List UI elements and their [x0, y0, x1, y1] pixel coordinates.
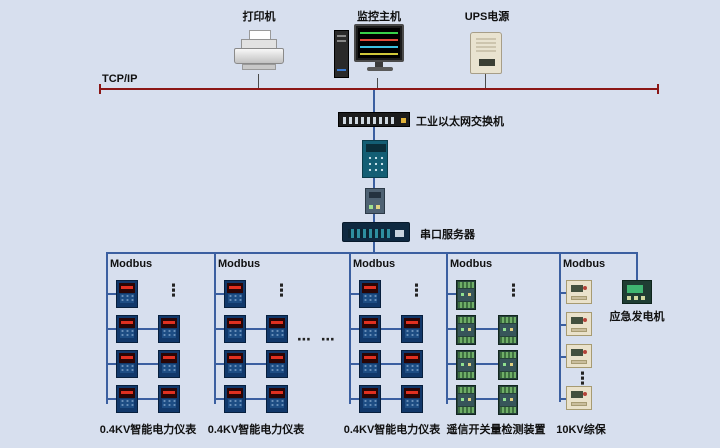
group4-modbus-label: Modbus — [450, 258, 493, 270]
serial-server-label: 串口服务器 — [420, 229, 475, 241]
io-module-icon — [498, 385, 518, 415]
group2-modbus-label: Modbus — [218, 258, 261, 270]
io-module-icon — [456, 385, 476, 415]
protection-relay-icon — [566, 344, 592, 368]
ups-label: UPS电源 — [464, 11, 510, 23]
monitor-host-label: 监控主机 — [357, 11, 401, 23]
power-meter-icon — [116, 350, 138, 378]
serial-server-ports — [348, 229, 390, 238]
pc-monitor-stand — [375, 62, 383, 67]
power-meter-icon — [401, 350, 423, 378]
pc-tower — [334, 30, 349, 78]
tcpip-label: TCP/IP — [102, 73, 138, 85]
power-meter-icon — [359, 385, 381, 413]
power-meter-icon — [224, 385, 246, 413]
printer-label: 打印机 — [242, 11, 276, 23]
power-meter-icon — [266, 315, 288, 343]
stub-line — [350, 293, 359, 295]
stub-line — [107, 293, 116, 295]
switch-led — [401, 118, 406, 123]
pc-monitor — [354, 24, 404, 62]
group2-device-label: 0.4KV智能电力仪表 — [207, 424, 305, 436]
power-meter-icon — [116, 315, 138, 343]
power-meter-icon — [116, 385, 138, 413]
more-groups-ellipsis: ⋯ ⋯ — [297, 331, 338, 347]
group3-device-label: 0.4KV智能电力仪表 — [343, 424, 441, 436]
printer-body — [234, 48, 284, 64]
monitor-drop-line — [377, 78, 378, 88]
group5-bus-line — [559, 252, 561, 402]
monitoring-host-icon — [334, 22, 406, 80]
ups-drop-line — [485, 74, 486, 88]
switch-ports — [343, 117, 397, 124]
io-module-icon — [456, 280, 476, 310]
power-meter-icon — [401, 385, 423, 413]
io-module-icon — [498, 315, 518, 345]
tcpip-bus-endcap-right — [657, 84, 659, 94]
power-meter-icon — [158, 385, 180, 413]
emergency-generator-icon — [622, 280, 652, 304]
power-meter-icon — [158, 350, 180, 378]
group5-device-label: 10KV综保 — [556, 424, 606, 436]
generator-label: 应急发电机 — [609, 311, 665, 323]
group1-device-label: 0.4KV智能电力仪表 — [99, 424, 197, 436]
modbus-bus-line — [107, 252, 638, 254]
ethernet-switch-icon — [338, 112, 410, 127]
stub-line — [215, 293, 224, 295]
more-devices-ellipsis: ⋮ — [505, 281, 522, 300]
din-rail-switch-icon — [362, 140, 388, 178]
power-meter-icon — [401, 315, 423, 343]
generator-drop-line — [636, 252, 638, 280]
stub-line — [560, 292, 566, 294]
io-module-icon — [498, 350, 518, 380]
protection-relay-icon — [566, 280, 592, 304]
group1-modbus-label: Modbus — [110, 258, 153, 270]
stub-line — [560, 356, 566, 358]
group4-device-label: 遥信开关量检测装置 — [446, 424, 546, 436]
power-meter-icon — [158, 315, 180, 343]
power-meter-icon — [359, 280, 381, 308]
ethernet-switch-label: 工业以太网交换机 — [416, 116, 504, 128]
backbone-line — [373, 214, 375, 222]
ups-icon — [470, 32, 502, 74]
serial-server-icon — [342, 222, 410, 242]
power-meter-icon — [224, 280, 246, 308]
more-devices-ellipsis: ⋮ — [165, 281, 182, 300]
backbone-line — [373, 178, 375, 188]
more-devices-ellipsis: ⋮ — [408, 281, 425, 300]
printer-icon — [234, 30, 284, 74]
power-meter-icon — [359, 350, 381, 378]
media-converter-icon — [365, 188, 385, 214]
power-meter-icon — [224, 350, 246, 378]
stub-line — [560, 398, 566, 400]
power-meter-icon — [116, 280, 138, 308]
more-devices-ellipsis: ⋮ — [574, 369, 591, 388]
protection-relay-icon — [566, 386, 592, 410]
backbone-line — [373, 127, 375, 140]
power-meter-icon — [266, 385, 288, 413]
tcpip-bus-line — [100, 88, 658, 90]
stub-line — [447, 293, 456, 295]
pc-screen — [358, 28, 400, 58]
backbone-line — [373, 90, 375, 112]
group3-modbus-label: Modbus — [353, 258, 396, 270]
pc-monitor-base — [367, 67, 393, 71]
power-meter-icon — [266, 350, 288, 378]
group5-modbus-label: Modbus — [563, 258, 606, 270]
io-module-icon — [456, 350, 476, 380]
tcpip-bus-endcap-left — [99, 84, 101, 94]
stub-line — [560, 324, 566, 326]
protection-relay-icon — [566, 312, 592, 336]
power-meter-icon — [224, 315, 246, 343]
printer-drop-line — [258, 74, 259, 88]
power-meter-icon — [359, 315, 381, 343]
io-module-icon — [456, 315, 476, 345]
printer-output-slot — [242, 64, 276, 70]
backbone-line — [373, 242, 375, 253]
more-devices-ellipsis: ⋮ — [273, 281, 290, 300]
